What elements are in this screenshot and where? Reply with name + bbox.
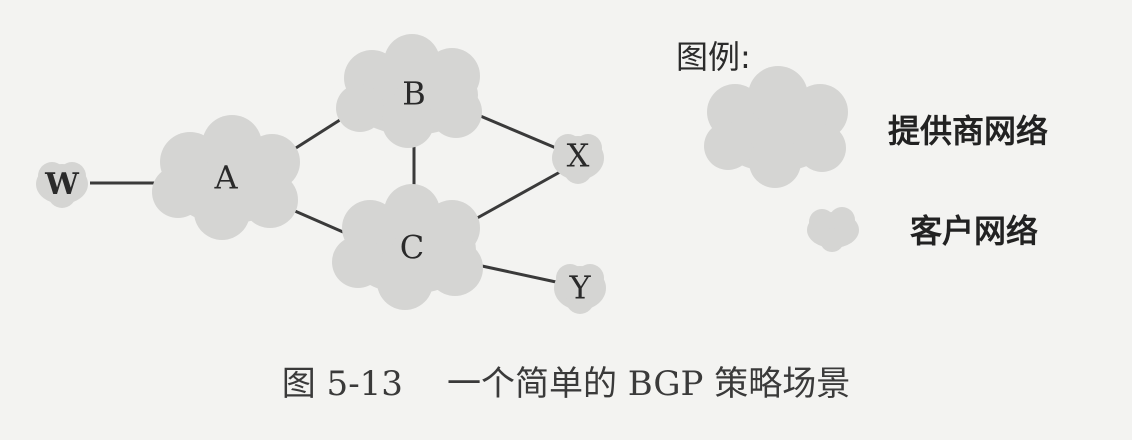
edge-b-x [477, 113, 557, 150]
edge-c-x [469, 170, 561, 224]
node-label-w: W [44, 167, 80, 202]
caption-text: 一个简单的 BGP 策略场景 [446, 364, 851, 404]
node-w-customer-cloud: W [36, 162, 88, 208]
legend-customer-label: 客户网络 [910, 212, 1039, 250]
edge-c-y [481, 264, 557, 284]
legend-customer-cloud-icon [807, 207, 859, 252]
node-label-a: A [213, 159, 238, 197]
node-b-provider-cloud: B [336, 34, 482, 148]
figure-caption: 图 5-13 一个简单的 BGP 策略场景 [0, 356, 1132, 405]
node-label-b: B [402, 75, 426, 113]
node-x-customer-cloud: X [552, 134, 604, 184]
node-a-provider-cloud: A [152, 115, 300, 240]
node-label-c: C [400, 229, 424, 267]
legend-provider-label: 提供商网络 [888, 112, 1049, 150]
node-label-y: Y [568, 269, 591, 307]
legend-title: 图例: [676, 38, 751, 76]
node-y-customer-cloud: Y [554, 264, 606, 314]
node-c-provider-cloud: C [332, 184, 483, 310]
legend-provider-cloud-icon [704, 66, 848, 188]
node-label-x: X [567, 137, 590, 175]
caption-number: 图 5-13 [281, 364, 403, 404]
edge-a-c [287, 206, 344, 234]
edge-a-b [287, 116, 344, 155]
